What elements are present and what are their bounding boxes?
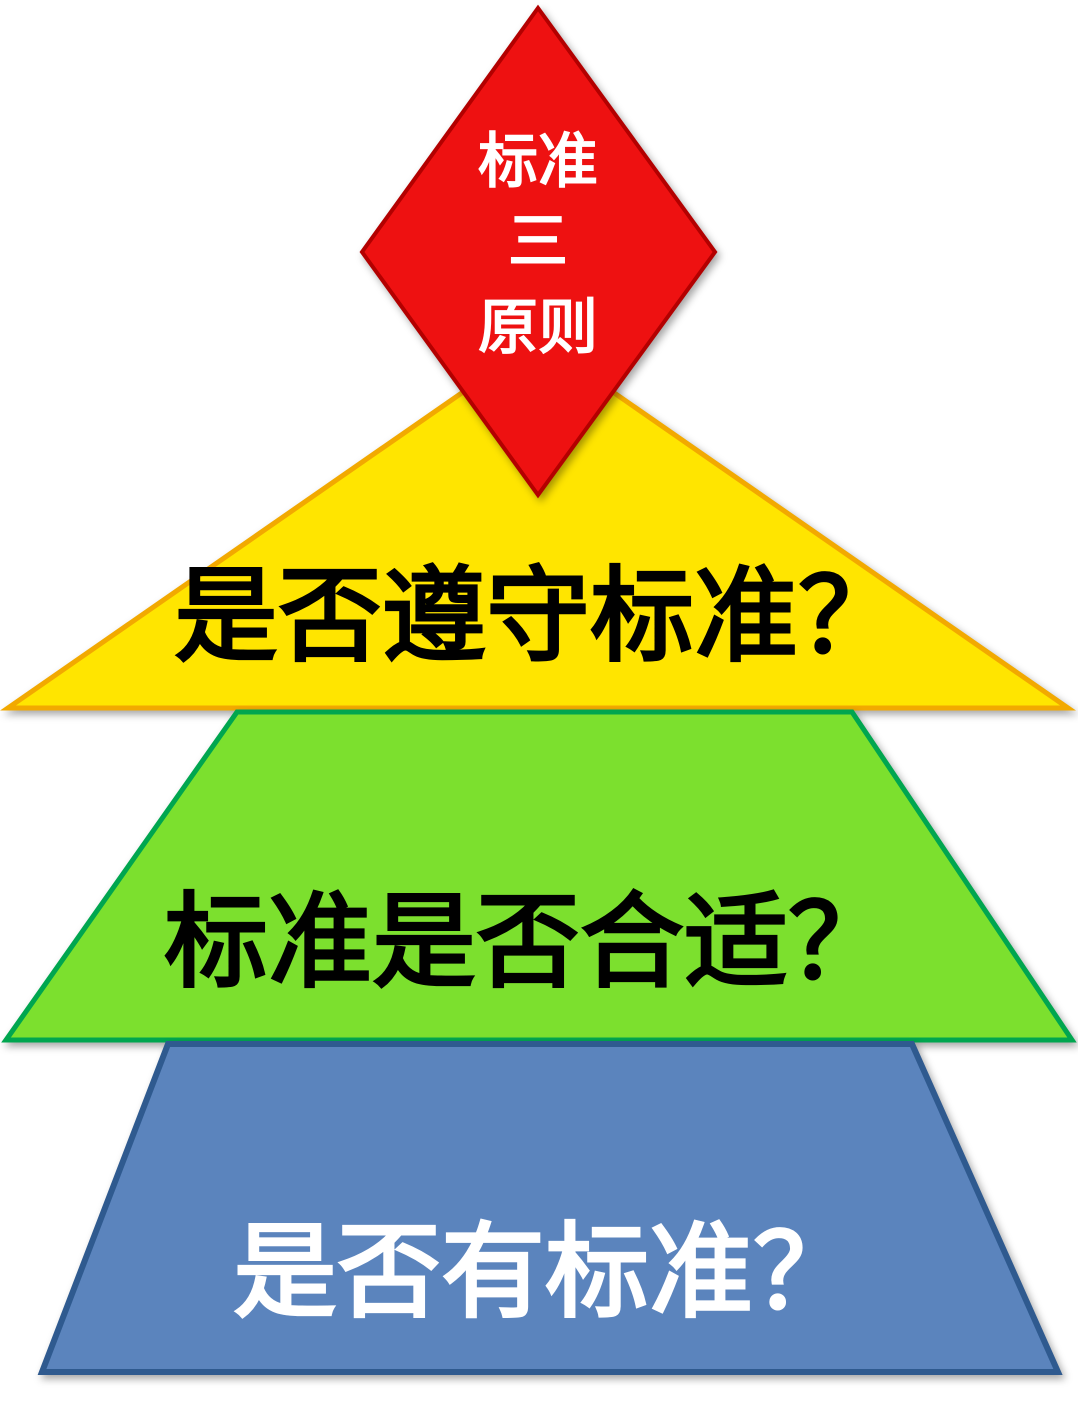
- title-diamond: [359, 4, 718, 499]
- layer-bottom-trapezoid: [37, 1041, 1063, 1375]
- layer-bottom-label: 是否有标准？: [233, 1216, 857, 1331]
- layer-top-label: 是否遵守标准？: [174, 560, 902, 675]
- layer-middle-trapezoid: [1, 709, 1077, 1043]
- diamond-label-line3: 原则: [478, 295, 598, 361]
- diamond-label-line2: 三: [508, 209, 568, 275]
- diamond-label-line1: 标准: [478, 129, 598, 195]
- layer-top-triangle: [0, 336, 1076, 711]
- layer-middle-label: 标准是否合适？: [164, 886, 892, 1001]
